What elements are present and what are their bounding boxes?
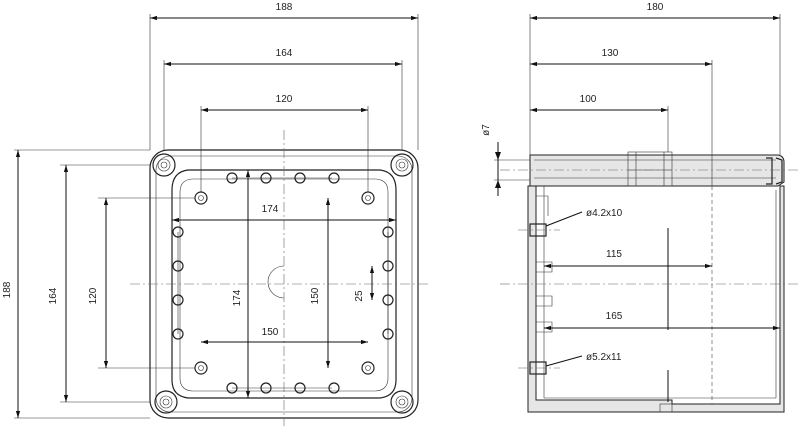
dim-hole-upper: ø4.2x10: [586, 208, 623, 219]
box-body-section: [527, 185, 785, 413]
dim-overall-height: 188: [2, 281, 13, 298]
mounting-hole-top-left: [194, 191, 208, 205]
knockout-chain-bottom: [226, 382, 340, 394]
dim-depth-165: 165: [606, 311, 623, 322]
knockout-chain-top: [226, 172, 340, 184]
enclosure-inner-opening: [171, 169, 397, 399]
corner-boss-bottom-right: [390, 390, 414, 414]
corner-boss-top-left: [152, 153, 176, 177]
mounting-hole-bottom-left: [194, 361, 208, 375]
dim-inner-height: 164: [48, 287, 59, 304]
dim-inner-opening-x: 174: [262, 204, 279, 215]
knockout-chain-right: [382, 226, 394, 340]
enclosure-inner-step: [179, 178, 389, 392]
dim-depth-100: 100: [580, 94, 597, 105]
dim-diameter-7: ø7: [481, 124, 492, 136]
dim-inner-width: 164: [276, 48, 293, 59]
dim-overall-depth: 180: [647, 2, 664, 13]
dim-depth-130: 130: [602, 48, 619, 59]
leader-hole-lower: [545, 355, 583, 367]
dim-hole-lower: ø5.2x11: [586, 352, 622, 363]
leader-hole-upper: [545, 211, 583, 227]
knockout-chain-left: [172, 226, 184, 340]
lid-section: [529, 154, 785, 187]
dim-hole-spacing-y: 120: [88, 287, 99, 304]
center-boss-outline: [267, 265, 285, 299]
side-view: 180 130 100 ø7 ø4.2x10 115 165 ø5.2x11: [481, 2, 800, 413]
corner-boss-top-right: [390, 153, 414, 177]
front-view: 188 164 120 174 150 188 164 120 174 150 …: [2, 2, 430, 426]
dim-hole-spacing-x: 120: [276, 94, 293, 105]
dim-depth-115: 115: [606, 249, 622, 260]
dim-overall-width: 188: [276, 2, 293, 13]
mounting-hole-top-right: [361, 191, 375, 205]
dim-small-offset: 25: [354, 290, 365, 302]
corner-boss-bottom-left: [154, 390, 178, 414]
lid-screw: [627, 151, 673, 187]
mounting-hole-bottom-right: [361, 361, 375, 375]
dim-inner-opening-y: 174: [232, 289, 243, 306]
dim-side-spacing: 150: [310, 287, 321, 304]
dim-bottom-spacing: 150: [262, 327, 279, 338]
